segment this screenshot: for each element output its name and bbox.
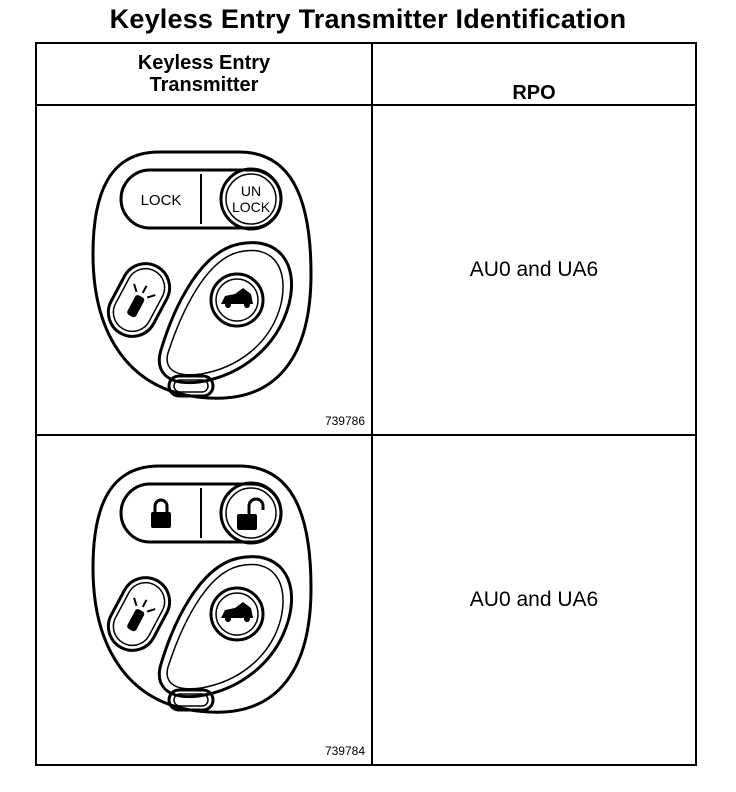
key-fob-illustration-icons <box>91 464 313 714</box>
key-fob-illustration-text: LOCK UN LOCK <box>91 150 313 400</box>
trunk-loop <box>157 241 294 385</box>
trunk-loop <box>157 555 294 699</box>
unlock-label-line1: UN <box>241 183 261 199</box>
fob-outline <box>91 150 313 400</box>
header-rpo: RPO <box>371 42 697 106</box>
panic-button-shape <box>106 262 172 338</box>
trunk-release-icon <box>221 602 253 622</box>
padlock-closed-icon <box>151 498 171 528</box>
page-title: Keyless Entry Transmitter Identification <box>109 4 627 34</box>
unlock-label-line2: LOCK <box>232 199 271 215</box>
figure-id: 739786 <box>324 414 365 428</box>
panic-button-shape <box>106 576 172 652</box>
rpo-value: AU0 and UA6 <box>371 434 697 766</box>
figure-id: 739784 <box>324 744 365 758</box>
table-row: LOCK UN LOCK 739786 AU0 and UA6 <box>35 104 697 436</box>
fob-outline <box>91 464 313 714</box>
key-ring-slot <box>167 688 215 712</box>
rpo-value: AU0 and UA6 <box>371 104 697 436</box>
header-transmitter: Keyless Entry Transmitter <box>35 42 373 106</box>
header-transmitter-line1: Keyless Entry <box>137 52 271 74</box>
key-ring-slot <box>167 374 215 398</box>
panic-light-icon <box>127 283 156 318</box>
trunk-release-icon <box>221 288 253 308</box>
transmitter-table: Keyless Entry Transmitter RPO <box>35 42 697 766</box>
panic-light-icon <box>127 597 156 632</box>
header-transmitter-line2: Transmitter <box>149 74 259 96</box>
lock-label: LOCK <box>141 192 182 209</box>
padlock-open-icon <box>237 497 265 530</box>
header-row: Keyless Entry Transmitter RPO <box>35 42 697 106</box>
transmitter-image-cell: 739784 <box>35 434 373 766</box>
transmitter-image-cell: LOCK UN LOCK 739786 <box>35 104 373 436</box>
table-row: 739784 AU0 and UA6 <box>35 434 697 766</box>
